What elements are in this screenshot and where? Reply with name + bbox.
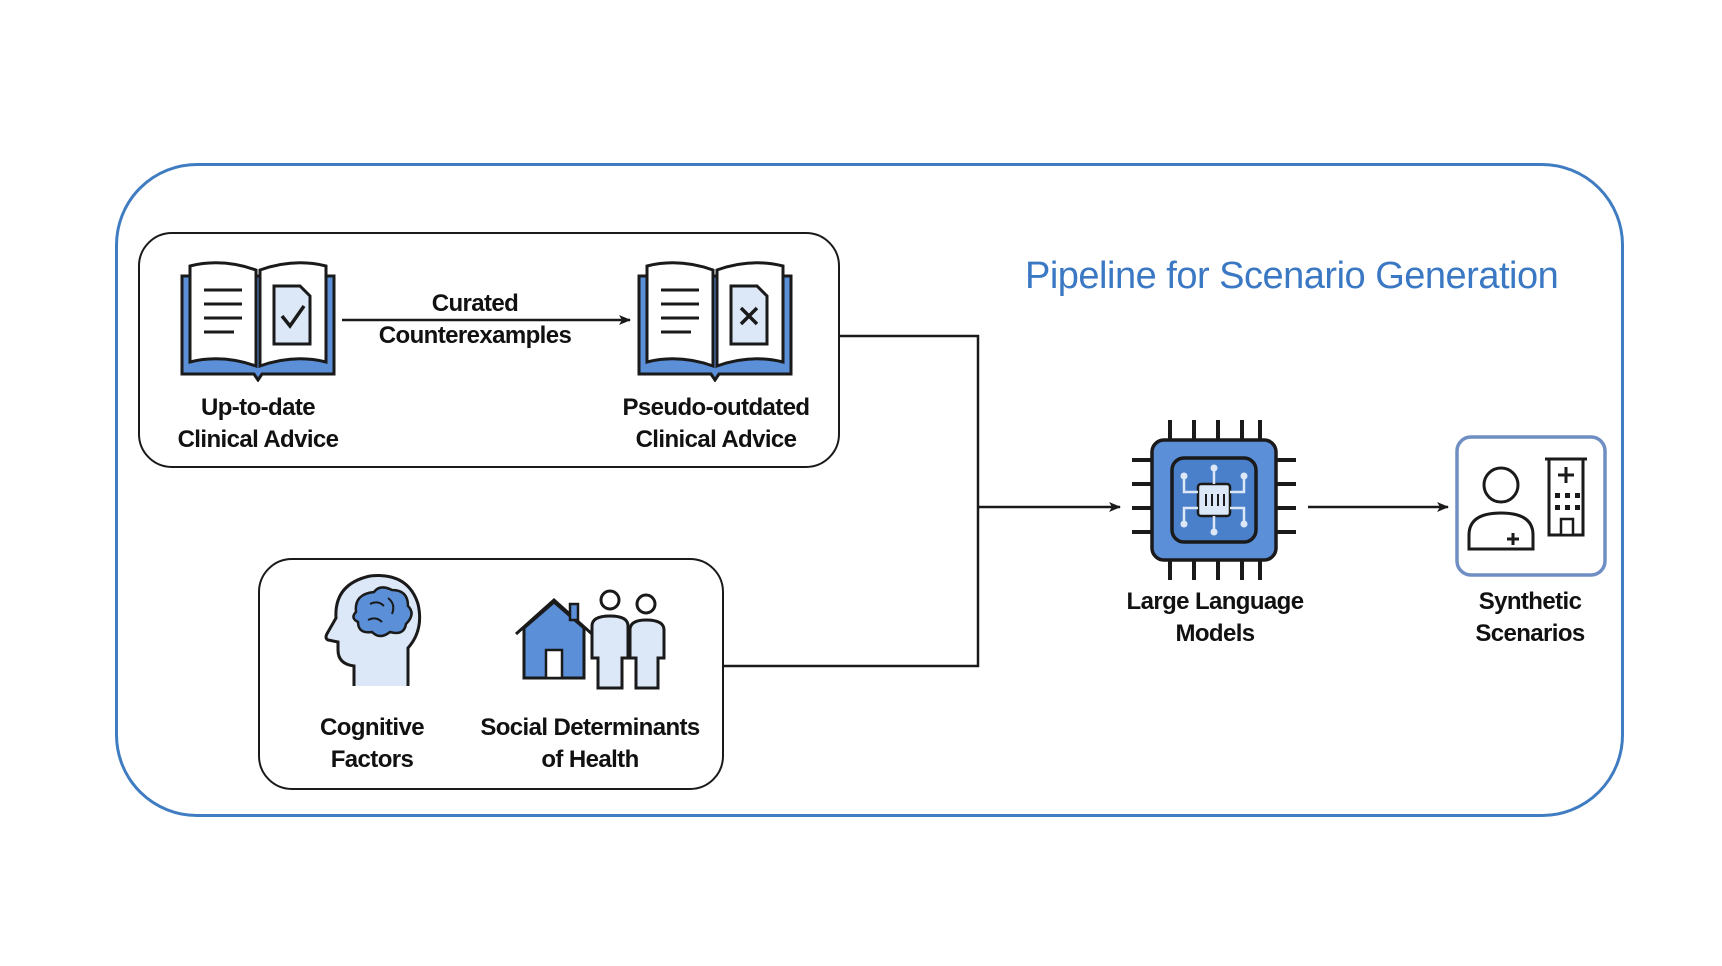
node-label-line1: Cognitive [320, 714, 425, 741]
node-label-synthetic: Synthetic Scenarios [1450, 586, 1610, 650]
pipeline-frame [115, 163, 1624, 817]
node-label-line2: Clinical Advice [177, 426, 339, 453]
node-label-line2: Models [1175, 620, 1255, 647]
edge-label-line2: Counterexamples [378, 322, 572, 349]
context-factors-group [258, 558, 724, 790]
brain-head-icon [324, 574, 422, 686]
node-label-uptodate: Up-to-date Clinical Advice [140, 392, 376, 456]
chip-icon [1132, 420, 1296, 580]
node-label-line1: Social Determinants [480, 714, 700, 741]
book-check-icon [180, 261, 336, 382]
book-x-icon [637, 261, 793, 382]
node-label-line1: Synthetic [1478, 588, 1582, 615]
node-label-line1: Pseudo-outdated [622, 394, 811, 421]
node-label-line1: Up-to-date [201, 394, 316, 421]
house-people-icon [514, 589, 666, 690]
doctor-hospital-icon [1455, 435, 1607, 577]
node-label-social: Social Determinants of Health [470, 712, 710, 776]
edge-label-line1: Curated [431, 290, 519, 317]
node-label-line2: Factors [330, 746, 414, 773]
node-label-line2: Scenarios [1475, 620, 1585, 647]
clinical-advice-group [138, 232, 840, 468]
node-label-llm: Large Language Models [1104, 586, 1326, 650]
diagram-title: Pipeline for Scenario Generation [1025, 255, 1559, 297]
node-label-cognitive: Cognitive Factors [290, 712, 454, 776]
edge-label-curated: Curated Counterexamples [360, 288, 590, 352]
node-label-line2: of Health [541, 746, 639, 773]
node-label-pseudo: Pseudo-outdated Clinical Advice [596, 392, 836, 456]
clinical-to-junction-line [724, 334, 980, 668]
node-label-line1: Large Language [1126, 588, 1305, 615]
node-label-line2: Clinical Advice [635, 426, 797, 453]
